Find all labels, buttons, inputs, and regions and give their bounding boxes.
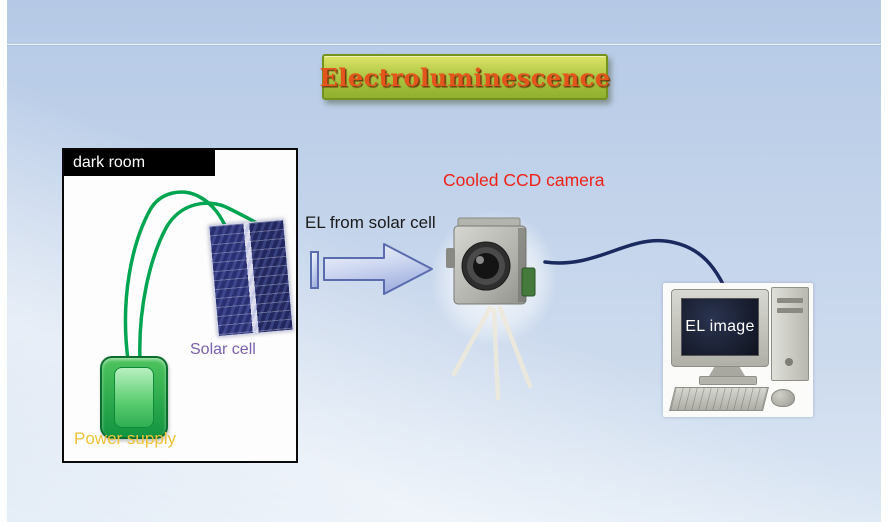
camera-lens-inner	[473, 253, 499, 279]
tripod-leg-left	[451, 305, 493, 377]
slide-margin-right	[881, 0, 888, 522]
power-wires	[123, 190, 266, 364]
solar-cell-label: Solar cell	[190, 341, 256, 358]
tower-power-button	[785, 358, 793, 366]
ccd-camera-image	[430, 210, 558, 401]
monitor: EL image	[671, 289, 769, 367]
tower-drive-bay	[777, 298, 803, 303]
camera-side-shade	[518, 228, 526, 302]
solar-cell-image	[208, 218, 294, 338]
monitor-screen: EL image	[681, 298, 759, 356]
ccd-camera-label: Cooled CCD camera	[443, 170, 605, 190]
slide-margin-left	[0, 0, 7, 522]
mouse	[771, 389, 795, 407]
power-supply-label: Power supply	[74, 429, 177, 448]
camera-knob	[446, 248, 455, 268]
tripod-leg-middle	[491, 307, 501, 401]
monitor-stand	[709, 367, 745, 376]
power-supply-device	[100, 356, 168, 439]
page-title: Electroluminescence	[319, 62, 611, 92]
keyboard	[669, 387, 769, 411]
tripod-leg-right	[497, 305, 533, 389]
el-arrow	[310, 243, 433, 295]
camera-pcb	[521, 267, 536, 297]
camera-cable	[543, 238, 734, 307]
el-image-label: EL image	[685, 318, 755, 335]
tower-drive-bay	[777, 308, 803, 313]
monitor-base	[699, 376, 757, 385]
power-wire-1	[123, 190, 230, 362]
cable-path	[543, 238, 734, 307]
power-supply-screen	[114, 367, 154, 428]
camera-lens-glint	[476, 256, 484, 264]
computer-image: EL image	[663, 283, 813, 417]
arrow-body	[323, 243, 433, 295]
top-divider-line	[7, 44, 881, 45]
title-box: Electroluminescence	[319, 54, 611, 100]
computer-tower	[771, 287, 809, 381]
arrow-tail-bar	[310, 251, 319, 289]
power-wire-2	[138, 201, 266, 364]
el-from-solar-cell-label: EL from solar cell	[305, 213, 436, 232]
dark-room-header: dark room	[64, 150, 215, 176]
